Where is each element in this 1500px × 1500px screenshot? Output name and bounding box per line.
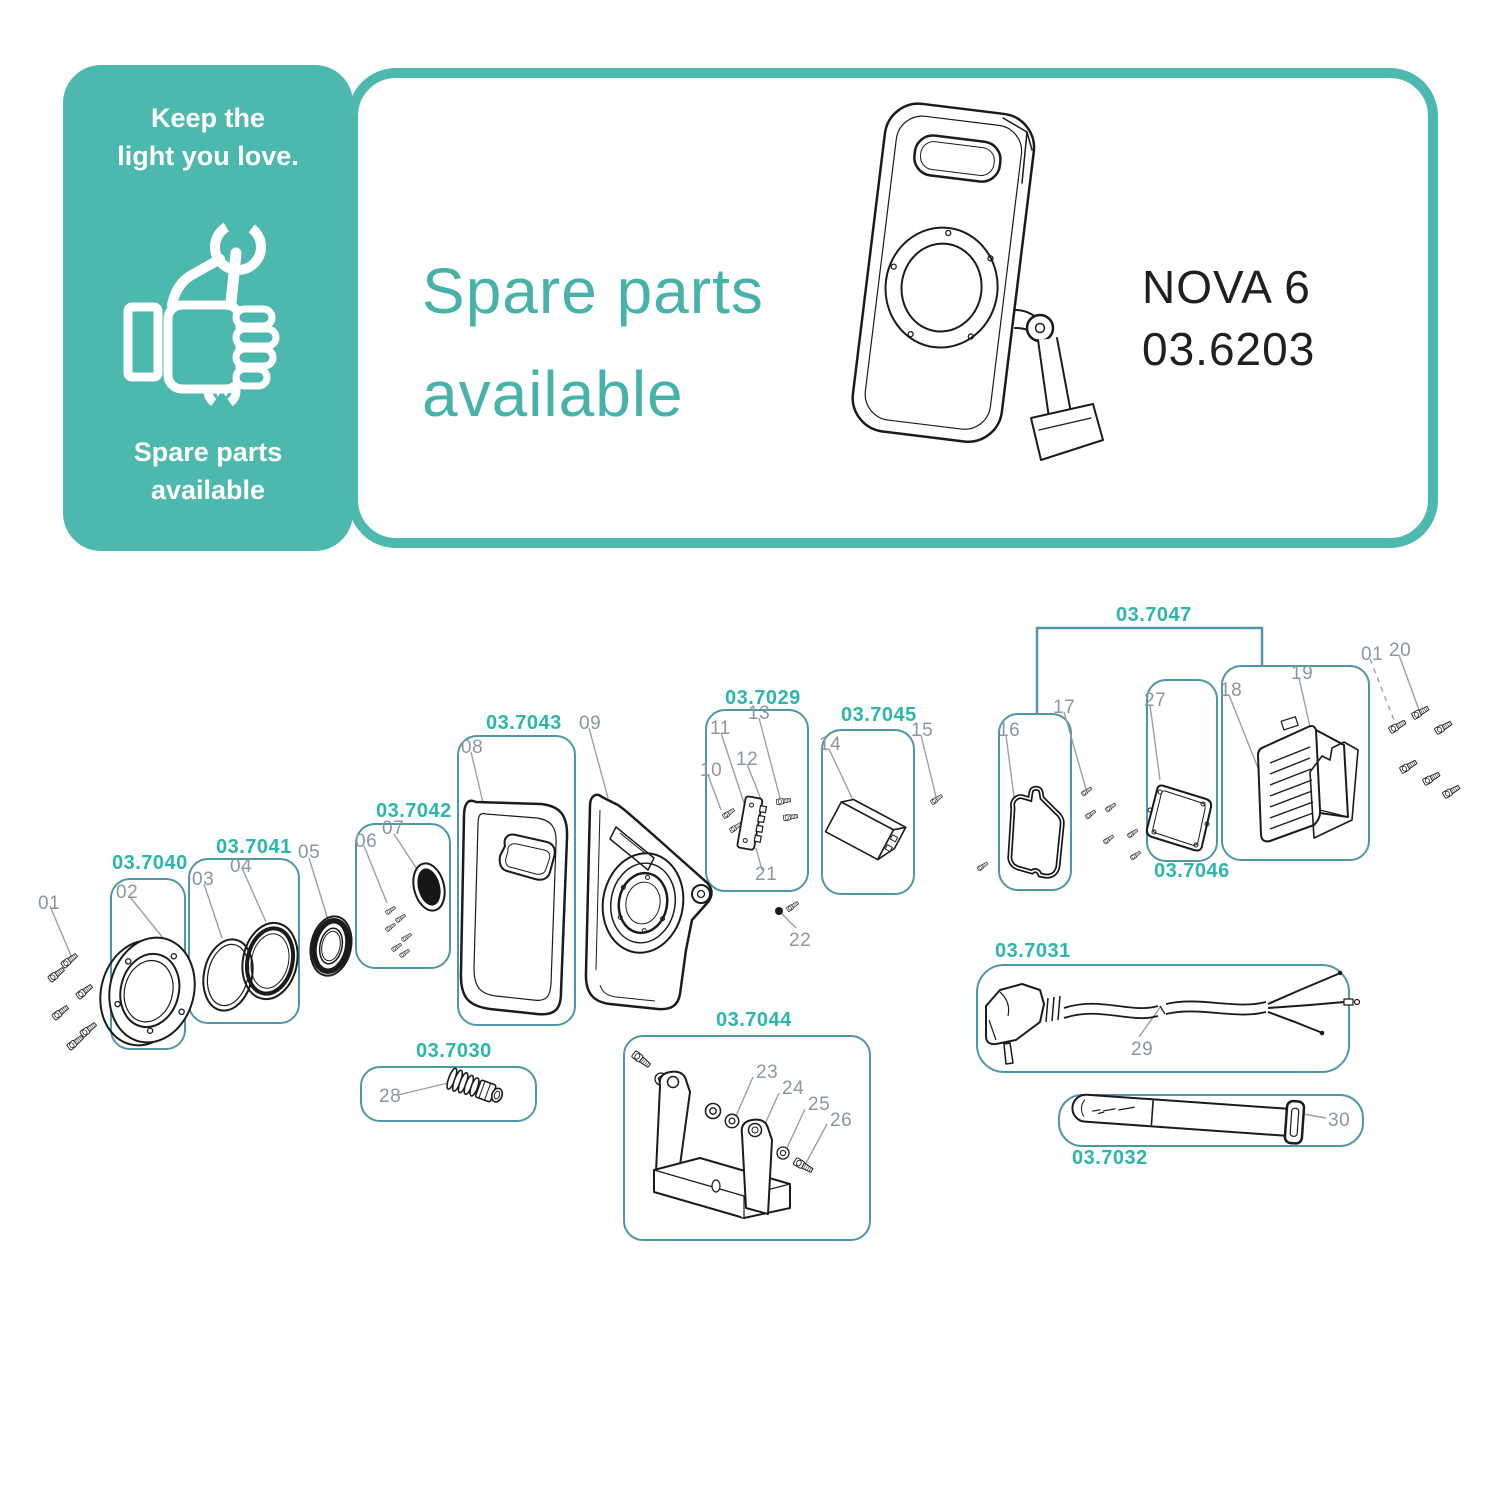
group-box-03-7042 — [355, 823, 451, 969]
part-label-13: 13 — [748, 703, 771, 724]
header-card — [348, 68, 1438, 548]
page-title: Spare parts available — [422, 240, 764, 446]
brand-panel: Keep the light you love. — [63, 65, 353, 551]
part-label-07: 07 — [382, 818, 405, 839]
part-label-26: 26 — [830, 1110, 853, 1131]
part-label-14: 14 — [819, 734, 842, 755]
part-label-15: 15 — [911, 720, 934, 741]
caption-line2: available — [150, 475, 266, 505]
group-box-03-7030 — [360, 1066, 537, 1122]
group-label-03-7045: 03.7045 — [841, 704, 917, 726]
part-label-28: 28 — [379, 1086, 402, 1107]
group-label-03-7047: 03.7047 — [1116, 604, 1192, 626]
part-label-25: 25 — [808, 1094, 831, 1115]
product-name-block: NOVA 6 03.6203 — [1142, 256, 1315, 380]
part-label-27: 27 — [1144, 690, 1167, 711]
part-label-03: 03 — [192, 869, 215, 890]
part-label-01-right: 01 — [1361, 644, 1384, 665]
group-label-03-7031: 03.7031 — [995, 940, 1071, 962]
part-label-09: 09 — [579, 713, 602, 734]
part-label-19: 19 — [1291, 663, 1314, 684]
fasteners-22 — [775, 900, 800, 915]
wrench-hand-icon — [123, 213, 280, 414]
group-box-03-7044 — [623, 1035, 871, 1241]
group-box-03-7031 — [976, 964, 1350, 1073]
group-label-03-7043: 03.7043 — [486, 712, 562, 734]
screws-01-left — [47, 951, 98, 1051]
part-label-04: 04 — [230, 856, 253, 877]
part-label-29: 29 — [1131, 1039, 1154, 1060]
part-label-02: 02 — [116, 882, 139, 903]
part-label-06: 06 — [355, 831, 378, 852]
group-label-03-7040: 03.7040 — [112, 852, 188, 874]
part-label-08: 08 — [461, 737, 484, 758]
group-box-03-7045 — [821, 729, 915, 895]
group-label-03-7042: 03.7042 — [376, 800, 452, 822]
group-label-03-7041: 03.7041 — [216, 836, 292, 858]
brand-tagline: Keep the light you love. — [63, 99, 353, 175]
group-label-03-7029: 03.7029 — [725, 687, 801, 709]
title-line2: available — [422, 358, 684, 430]
product-drawing — [851, 102, 1104, 461]
group-box-part-16 — [998, 713, 1072, 891]
part-label-24: 24 — [782, 1078, 805, 1099]
screws-20-right — [1387, 704, 1462, 800]
part-label-20: 20 — [1389, 640, 1412, 661]
group-box-03-7032 — [1058, 1094, 1364, 1147]
title-line1: Spare parts — [422, 255, 764, 327]
group-label-03-7046: 03.7046 — [1154, 860, 1230, 882]
part-label-11: 11 — [710, 718, 731, 739]
part-label-30: 30 — [1328, 1110, 1351, 1131]
part-label-22: 22 — [789, 930, 812, 951]
group-label-03-7032: 03.7032 — [1072, 1147, 1148, 1169]
part-label-18: 18 — [1220, 680, 1243, 701]
group-label-03-7030: 03.7030 — [416, 1040, 492, 1062]
part-label-16: 16 — [998, 720, 1021, 741]
part-09-housing — [584, 793, 713, 1011]
part-label-12: 12 — [736, 749, 759, 770]
part-label-23: 23 — [756, 1062, 779, 1083]
brand-caption: Spare parts available — [63, 433, 353, 509]
part-label-10: 10 — [700, 760, 723, 781]
screw-15 — [929, 793, 944, 806]
part-label-21: 21 — [755, 864, 778, 885]
part-label-17: 17 — [1053, 697, 1076, 718]
part-05-ring — [309, 915, 353, 977]
caption-line1: Spare parts — [133, 437, 283, 467]
tagline-line1: Keep the — [150, 103, 266, 133]
part-label-01-left: 01 — [38, 893, 61, 914]
group-label-03-7044: 03.7044 — [716, 1009, 792, 1031]
group-box-parts-18-19 — [1221, 665, 1370, 861]
product-name: NOVA 6 — [1142, 261, 1311, 313]
part-label-05: 05 — [298, 842, 321, 863]
tagline-line2: light you love. — [117, 141, 299, 171]
group-box-03-7043 — [457, 735, 576, 1026]
product-code: 03.6203 — [1142, 323, 1316, 375]
